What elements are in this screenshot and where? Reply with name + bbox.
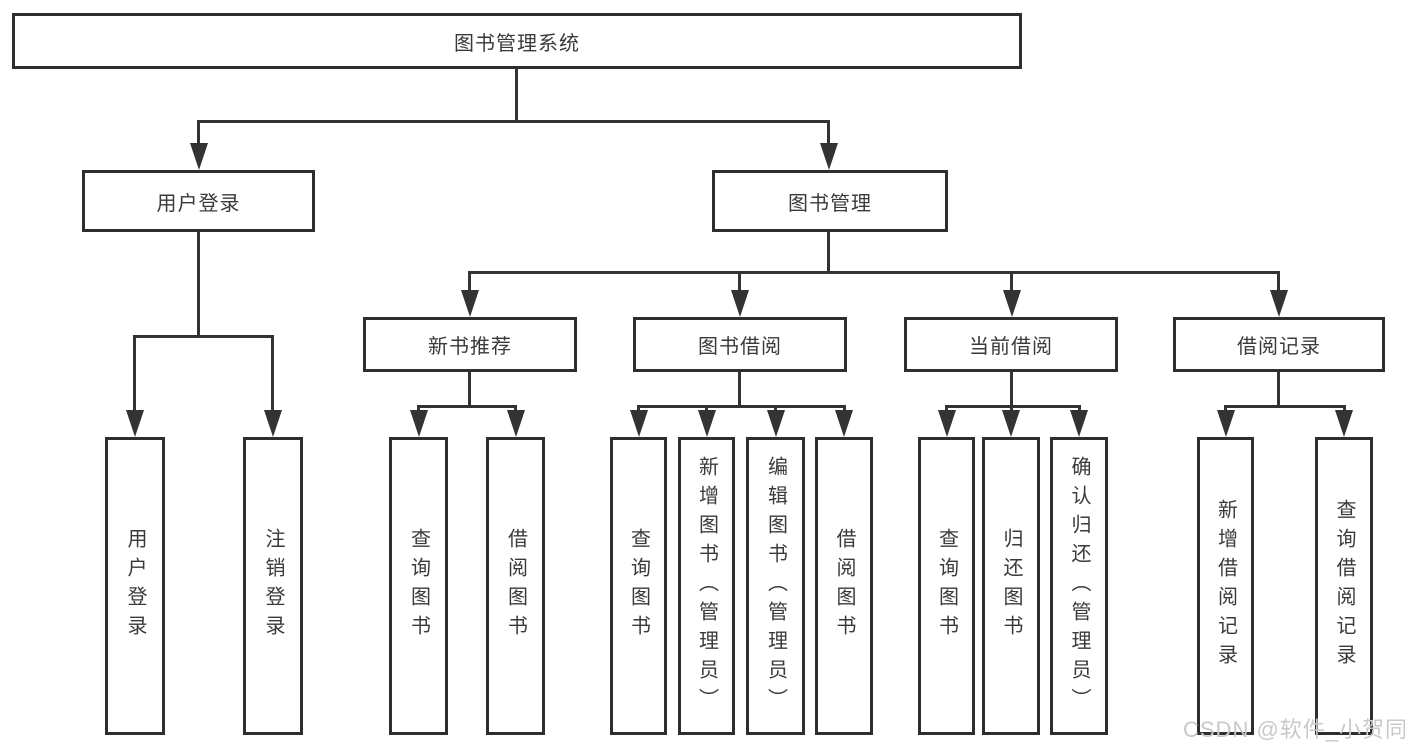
node-book-management: 图书管理 [712,170,948,232]
leaf-borrow-book-1: 借阅图书 [486,437,545,735]
leaf-edit-book-admin-label: 编辑图书（管理员） [764,455,787,717]
connector-user-login-stem [197,232,200,337]
arrowhead-new-book-recommend [461,290,479,317]
leaf-logout-label: 注销登录 [262,528,284,644]
node-book-borrow-label: 图书借阅 [698,336,782,358]
arrowhead-query-book-3 [938,410,956,437]
node-current-borrow: 当前借阅 [904,317,1118,372]
leaf-borrow-book-1-label: 借阅图书 [504,528,527,644]
connector-rail-level3 [468,271,1280,274]
leaf-add-book-admin-label: 新增图书（管理员） [695,455,718,717]
leaf-logout: 注销登录 [243,437,303,735]
leaf-user-login-label: 用户登录 [124,528,146,644]
connector-book-management-stem [827,232,830,273]
connector-drop-current-borrow [1010,271,1013,293]
node-book-management-label: 图书管理 [788,192,872,215]
leaf-query-borrow-record-label: 查询借阅记录 [1333,499,1355,673]
leaf-return-book-label: 归还图书 [1000,528,1022,644]
node-current-borrow-label: 当前借阅 [969,336,1053,358]
node-borrow-records: 借阅记录 [1173,317,1385,372]
connector-book-borrow-stem [738,372,741,408]
arrowhead-borrow-book-2 [835,410,853,437]
connector-rail-new-book-recommend [417,405,517,408]
leaf-return-book: 归还图书 [982,437,1040,735]
arrowhead-return-book [1002,410,1020,437]
arrowhead-query-borrow-record [1335,410,1353,437]
connector-rail-book-borrow [637,405,845,408]
arrowhead-query-book-1 [410,410,428,437]
leaf-query-book-1-label: 查询图书 [407,528,430,644]
arrowhead-add-borrow-record [1217,410,1235,437]
connector-drop-borrow-records [1277,271,1280,293]
leaf-user-login: 用户登录 [105,437,165,735]
connector-drop-leaf-logout [271,335,274,413]
arrowhead-leaf-logout [264,410,282,437]
connector-drop-leaf-user-login [133,335,136,413]
node-user-login-label: 用户登录 [156,192,241,215]
arrowhead-borrow-book-1 [507,410,525,437]
connector-current-borrow-stem [1010,372,1013,408]
leaf-borrow-book-2: 借阅图书 [815,437,873,735]
leaf-add-borrow-record-label: 新增借阅记录 [1214,499,1237,673]
arrowhead-query-book-2 [630,410,648,437]
arrowhead-leaf-user-login [126,410,144,437]
connector-drop-user-login [197,120,200,146]
connector-drop-book-management [827,120,830,146]
connector-drop-new-book-recommend [468,271,471,293]
connector-root-stem [515,68,518,121]
leaf-query-borrow-record: 查询借阅记录 [1315,437,1373,735]
arrowhead-add-book-admin [698,410,716,437]
arrowhead-book-management [820,143,838,170]
arrowhead-confirm-return [1070,410,1088,437]
arrowhead-current-borrow [1003,290,1021,317]
leaf-add-book-admin: 新增图书（管理员） [678,437,735,735]
connector-rail-borrow-records [1224,405,1345,408]
arrowhead-borrow-records [1270,290,1288,317]
node-new-book-recommend: 新书推荐 [363,317,577,372]
connector-drop-book-borrow [738,271,741,293]
leaf-query-book-1: 查询图书 [389,437,448,735]
arrowhead-book-borrow [731,290,749,317]
leaf-confirm-return-admin-label: 确认归还（管理员） [1068,455,1090,717]
connector-rail-current-borrow [945,405,1081,408]
leaf-add-borrow-record: 新增借阅记录 [1197,437,1254,735]
leaf-query-book-3: 查询图书 [918,437,975,735]
connector-rail-level2 [197,120,830,123]
node-root-label: 图书管理系统 [454,32,580,55]
node-user-login: 用户登录 [82,170,315,232]
node-new-book-recommend-label: 新书推荐 [428,336,512,358]
node-root: 图书管理系统 [12,13,1022,69]
node-borrow-records-label: 借阅记录 [1237,336,1321,358]
leaf-edit-book-admin: 编辑图书（管理员） [746,437,805,735]
arrowhead-edit-book-admin [767,410,785,437]
leaf-borrow-book-2-label: 借阅图书 [833,528,855,644]
arrowhead-user-login [190,143,208,170]
csdn-watermark: CSDN @软件_小贺同学 [1183,717,1405,742]
leaf-query-book-2-label: 查询图书 [627,528,650,644]
leaf-confirm-return-admin: 确认归还（管理员） [1050,437,1108,735]
connector-new-book-recommend-stem [468,372,471,408]
connector-borrow-records-stem [1277,372,1280,408]
leaf-query-book-2: 查询图书 [610,437,667,735]
connector-rail-user-login [133,335,274,338]
leaf-query-book-3-label: 查询图书 [935,528,958,644]
node-book-borrow: 图书借阅 [633,317,847,372]
